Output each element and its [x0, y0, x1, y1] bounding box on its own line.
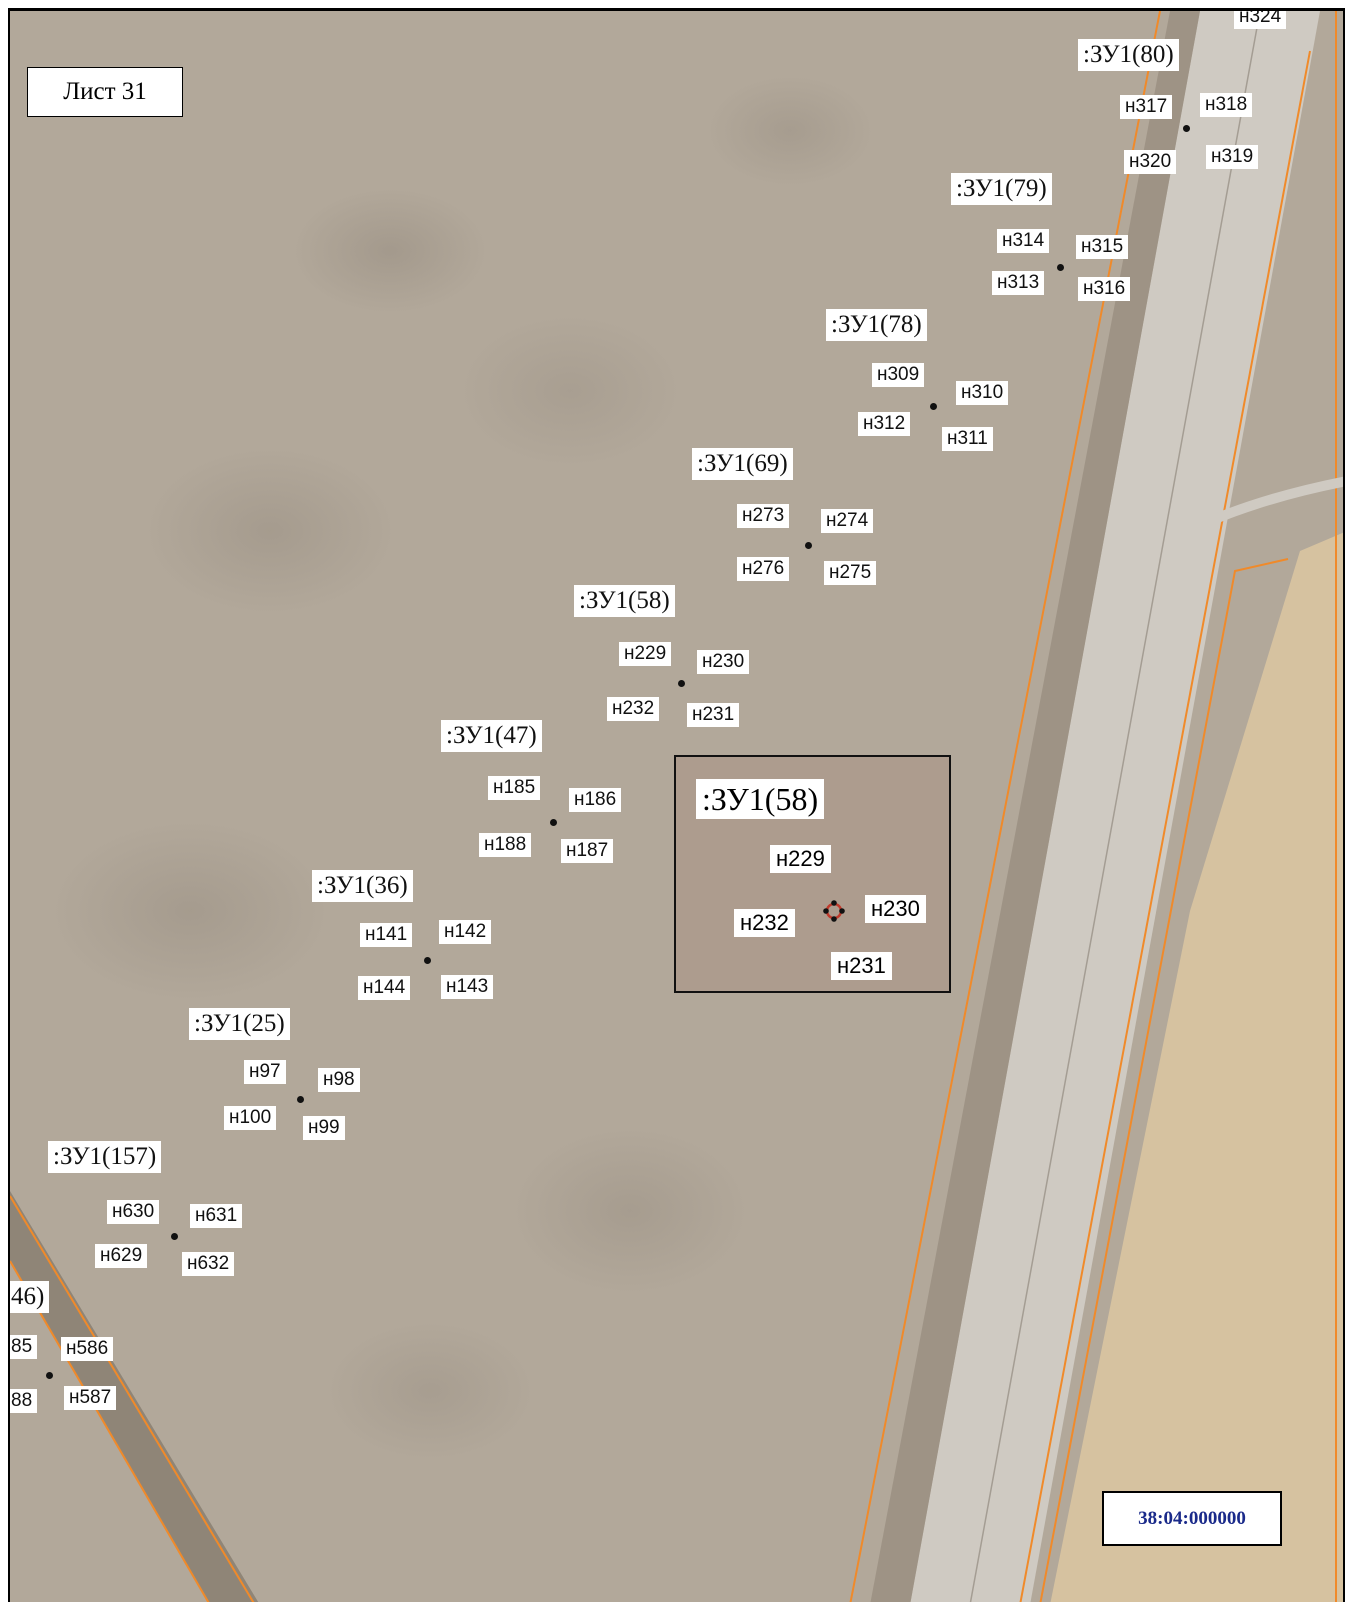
point-label: н144: [358, 976, 411, 1000]
point-label: н100: [224, 1106, 277, 1130]
road-shoulder: [870, 11, 1200, 1602]
inset-point-label: н229: [770, 845, 831, 873]
survey-point: [424, 957, 431, 964]
cadastral-number-box: 38:04:000000: [1102, 1491, 1282, 1546]
survey-point: [171, 1233, 178, 1240]
point-label: н314: [997, 229, 1050, 253]
point-label: н312: [858, 412, 911, 436]
point-label: н310: [956, 381, 1009, 405]
point-label: н142: [439, 920, 492, 944]
survey-point: [46, 1372, 53, 1379]
point-label: н186: [569, 788, 622, 812]
lower-left-boundary-a: [10, 1195, 255, 1602]
point-label: н317: [1120, 95, 1173, 119]
parcel-label: :ЗУ1(58): [574, 585, 675, 617]
point-label: 88: [10, 1389, 38, 1413]
side-track: [1208, 476, 1343, 526]
point-label: н318: [1200, 93, 1253, 117]
parcel-label: :ЗУ1(36): [312, 870, 413, 902]
point-label: н230: [697, 650, 750, 674]
point-label: н274: [821, 509, 874, 533]
parcel-label: 46): [10, 1281, 50, 1313]
map-frame: Лист 31 н324 :ЗУ1(80) н317 н318 н320 н31…: [8, 8, 1345, 1602]
point-label: н188: [479, 833, 532, 857]
point-label: н97: [244, 1060, 286, 1084]
point-label: н275: [824, 561, 877, 585]
survey-point: [1057, 264, 1064, 271]
point-label: н185: [488, 776, 541, 800]
point-label: н632: [182, 1252, 235, 1276]
point-label: н273: [737, 504, 790, 528]
point-label: н630: [107, 1200, 160, 1224]
point-label: н586: [61, 1337, 114, 1361]
parcel-label: :ЗУ1(25): [189, 1008, 290, 1040]
point-label: н231: [687, 703, 740, 727]
point-label: 85: [10, 1335, 38, 1359]
point-label: н99: [303, 1116, 345, 1140]
point-label: н187: [561, 839, 614, 863]
point-label: н229: [619, 642, 672, 666]
inset-point-label: н232: [734, 909, 795, 937]
inset-point-label: н231: [831, 952, 892, 980]
point-label: н309: [872, 363, 925, 387]
right-of-way-boundary-right: [1019, 50, 1311, 1602]
right-of-way-boundary-left: [849, 11, 1161, 1602]
point-label: н587: [64, 1386, 117, 1410]
point-label: н319: [1206, 145, 1259, 169]
point-label: н313: [992, 271, 1045, 295]
survey-point: [550, 819, 557, 826]
parcel-label: :ЗУ1(157): [48, 1141, 162, 1173]
field-boundary: [1039, 558, 1289, 1602]
road-centerline: [969, 11, 1261, 1602]
sheet-label: Лист 31: [27, 67, 183, 117]
parcel-label: :ЗУ1(79): [951, 173, 1052, 205]
lower-left-boundary-b: [10, 1260, 210, 1602]
inset-point-label: н230: [865, 895, 926, 923]
point-label: н141: [360, 923, 413, 947]
point-label: н315: [1076, 235, 1129, 259]
parcel-label: :ЗУ1(80): [1078, 39, 1179, 71]
parcel-label: :ЗУ1(78): [826, 309, 927, 341]
parcel-label: :ЗУ1(47): [441, 720, 542, 752]
point-label: н320: [1124, 150, 1177, 174]
survey-point: [678, 680, 685, 687]
point-label: н276: [737, 557, 790, 581]
survey-point: [1183, 125, 1190, 132]
point-label: н98: [318, 1068, 360, 1092]
point-label: н631: [190, 1204, 243, 1228]
point-label: н232: [607, 697, 660, 721]
point-label: н143: [441, 975, 494, 999]
inset-title: :ЗУ1(58): [696, 779, 825, 819]
inset-detail: :ЗУ1(58) н229 н230 н232 н231: [674, 755, 951, 993]
point-label: н324: [1234, 11, 1287, 29]
parcel-label: :ЗУ1(69): [692, 448, 793, 480]
survey-point: [805, 542, 812, 549]
inset-point-marker: [823, 900, 845, 922]
point-label: н629: [95, 1244, 148, 1268]
agricultural-field: [1050, 532, 1343, 1602]
point-label: н316: [1078, 277, 1131, 301]
point-label: н311: [942, 427, 993, 451]
map-background: [10, 11, 1343, 1602]
survey-point: [930, 403, 937, 410]
survey-point: [297, 1096, 304, 1103]
